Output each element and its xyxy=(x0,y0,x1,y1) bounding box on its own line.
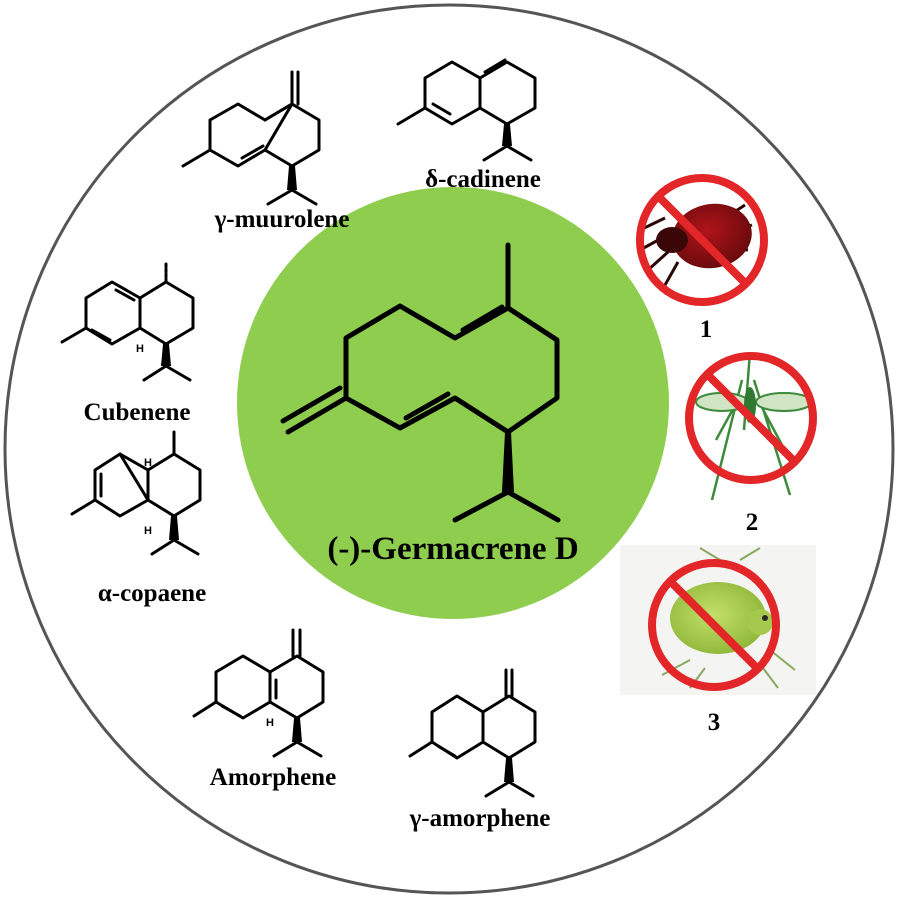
gamma-muurolene-structure xyxy=(181,70,321,206)
delta-cadinene-structure xyxy=(396,58,537,162)
alpha-copaene-structure xyxy=(70,430,202,556)
prohibit-slash-3 xyxy=(667,578,761,672)
hydrogen-label-amorphene: H xyxy=(266,717,274,729)
prohibit-slash-1 xyxy=(655,193,749,287)
compound-label-gamma-muurolene: γ-muurolene xyxy=(214,206,350,233)
prohibit-slash-2 xyxy=(704,371,798,465)
prohibit-sign-3 xyxy=(648,559,780,691)
prohibit-sign-1 xyxy=(636,174,768,306)
compound-label-gamma-amorphene: γ-amorphene xyxy=(409,805,551,832)
prohibit-sign-2 xyxy=(685,352,817,484)
compound-label-amorphene: Amorphene xyxy=(210,764,336,791)
compound-label-alpha-copaene: α-copaene xyxy=(98,580,206,607)
central-label: (-)-Germacrene D xyxy=(327,531,578,567)
gamma-amorphene-structure xyxy=(408,668,537,798)
hydrogen-label-copaene-top: H xyxy=(144,457,152,469)
central-circle xyxy=(237,187,669,619)
hydrogen-label-cubenene: H xyxy=(136,343,144,355)
amorphene-structure xyxy=(192,628,325,758)
tick-icon xyxy=(639,203,753,286)
cubenene-structure xyxy=(60,260,195,382)
pest-2-group: 2 xyxy=(685,351,817,536)
compound-label-cubenene: Cubenene xyxy=(84,399,191,426)
pest-1-group: 1 xyxy=(636,174,768,343)
hydrogen-label-copaene-bottom: H xyxy=(144,525,152,537)
compound-label-delta-cadinene: δ-cadinene xyxy=(425,166,541,193)
pest-number-3: 3 xyxy=(708,709,721,736)
pest-3-group: 3 xyxy=(620,545,816,736)
germacrene-d-structure xyxy=(280,242,561,523)
pest-number-1: 1 xyxy=(700,316,713,343)
pest-number-2: 2 xyxy=(746,509,759,536)
